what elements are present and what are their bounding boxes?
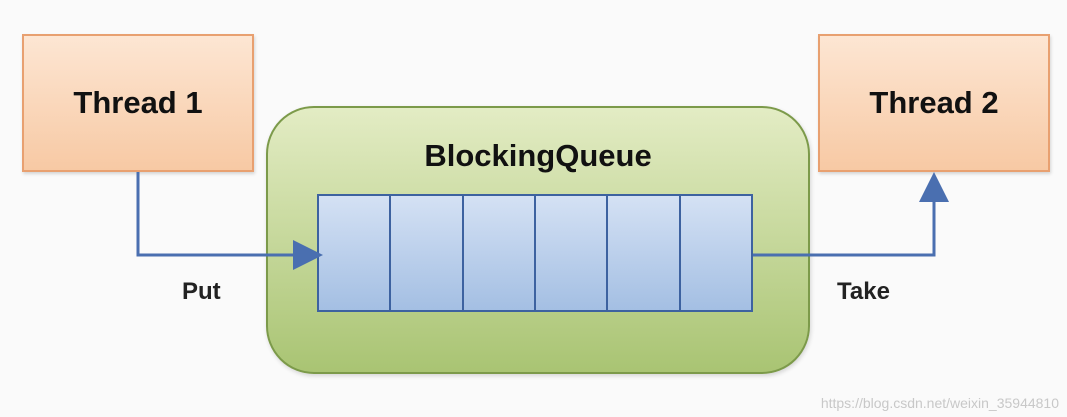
watermark-url: https://blog.csdn.net/weixin_35944810 [820, 395, 1059, 411]
thread-2-box: Thread 2 [818, 34, 1050, 172]
thread-2-label: Thread 2 [869, 85, 999, 120]
blocking-queue-title: BlockingQueue [424, 138, 652, 173]
queue-slot [391, 196, 464, 310]
put-label: Put [182, 278, 221, 305]
queue-slot [680, 196, 751, 310]
queue-slots [317, 194, 753, 312]
queue-slot [319, 196, 392, 310]
queue-slot [535, 196, 609, 310]
thread-1-label: Thread 1 [73, 85, 203, 120]
take-label: Take [837, 278, 890, 305]
put-arrow [136, 172, 323, 270]
queue-slot [463, 196, 536, 310]
queue-slot [608, 196, 681, 310]
thread-1-box: Thread 1 [22, 34, 254, 172]
take-arrow [753, 172, 949, 257]
